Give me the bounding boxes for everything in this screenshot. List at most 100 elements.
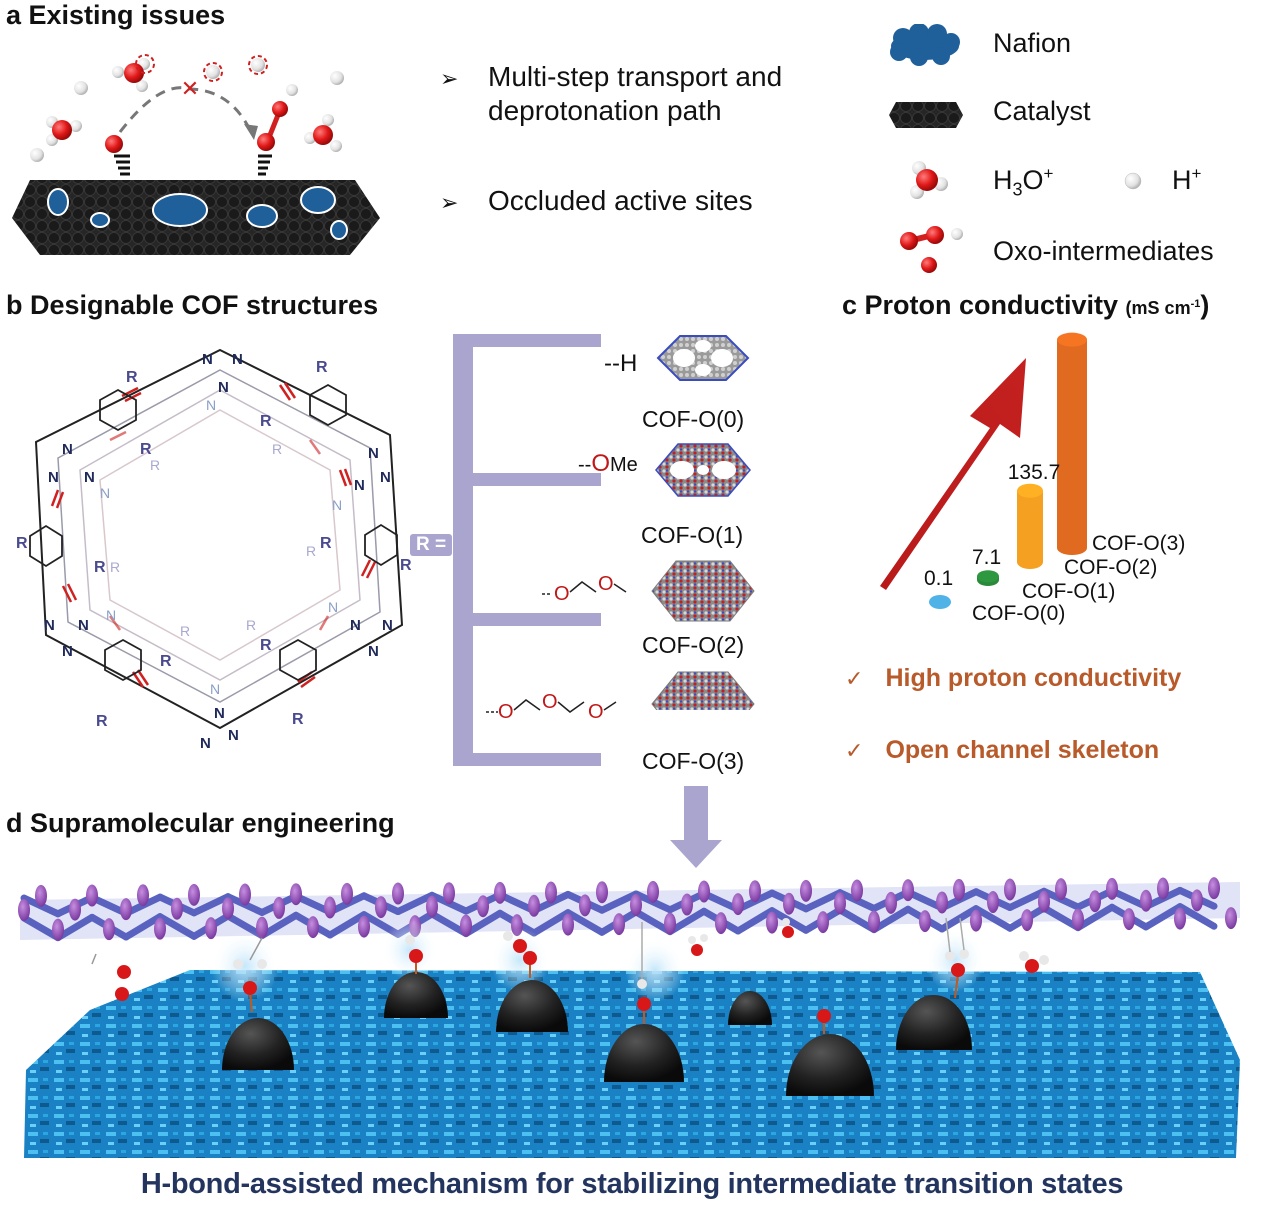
cof-node <box>1225 907 1237 930</box>
svg-text:N: N <box>328 599 338 615</box>
cof-node <box>1021 909 1033 932</box>
cof-node <box>188 883 200 906</box>
svg-text:N: N <box>354 477 365 494</box>
cof-node <box>1140 889 1152 912</box>
svg-text:R: R <box>96 713 108 730</box>
cof-node <box>919 910 931 933</box>
cof-node <box>613 913 625 936</box>
cof-node <box>647 880 659 903</box>
cof-o2-label: COF-O(2) <box>642 632 745 658</box>
svg-text:N: N <box>214 705 225 722</box>
svg-text:N: N <box>62 643 73 660</box>
bar-value-label: 0.1 <box>924 567 953 590</box>
svg-text:R: R <box>272 441 282 457</box>
oxo-intermediate-icon <box>900 226 963 273</box>
bar-disk <box>929 595 951 609</box>
cof-node <box>171 897 183 920</box>
cof-node <box>18 899 30 921</box>
arrowhead-bullet-icon: ➢ <box>440 66 459 91</box>
cof-linker <box>938 905 980 933</box>
cof-lattice <box>18 877 1237 942</box>
cof-node <box>1157 877 1169 900</box>
cof-node <box>885 891 897 914</box>
cof-node <box>579 894 591 917</box>
svg-text:N: N <box>228 727 239 744</box>
cof-node <box>443 882 455 905</box>
cof-node <box>970 909 982 932</box>
svg-text:O: O <box>598 573 614 595</box>
panel-d-caption: H-bond-assisted mechanism for stabilizin… <box>140 1168 1124 1200</box>
hbond-dashes <box>114 154 272 176</box>
svg-text:N: N <box>200 735 211 752</box>
cof-node <box>154 917 166 940</box>
nafion-cloud-icon <box>890 24 960 66</box>
substituent-ethoxy-chain: O O <box>542 573 627 605</box>
cof-linker <box>1074 903 1116 932</box>
svg-text:N: N <box>368 445 379 462</box>
cof-o1-model <box>655 443 751 497</box>
cof-node <box>69 898 81 921</box>
cof-node <box>358 915 370 938</box>
down-arrow-icon <box>670 786 722 868</box>
blocked-transport-arrow <box>118 86 252 133</box>
svg-text:N: N <box>350 617 361 634</box>
substituent-ome: --OMe <box>578 450 638 477</box>
svg-text:R: R <box>160 653 172 670</box>
cof-linker <box>870 905 912 934</box>
svg-text:R: R <box>94 559 106 576</box>
svg-text:N: N <box>202 351 213 368</box>
cof-linker <box>1006 887 1048 912</box>
r-equals-label: R = <box>410 534 452 556</box>
hydronium-molecule-icon <box>910 161 948 199</box>
svg-text:R: R <box>316 359 328 376</box>
adsorbed-intermediates <box>233 917 969 1034</box>
cof-linker <box>530 909 572 937</box>
cof-node <box>392 882 404 905</box>
cof-node <box>222 897 234 920</box>
cof-node <box>715 912 727 935</box>
cof-node <box>528 894 540 917</box>
cof-linker <box>156 913 198 940</box>
cof-linker <box>1040 904 1082 932</box>
cof-node <box>902 879 914 902</box>
cof-linker <box>836 906 878 934</box>
blocked-x-icon: ✕ <box>181 76 199 101</box>
arrowhead-bullet-icon: ➢ <box>440 190 459 215</box>
cof-crystal-models <box>651 335 755 710</box>
cof-linker <box>326 911 368 939</box>
cof-node <box>1174 907 1186 930</box>
bar-cof-o3 <box>1057 332 1087 555</box>
cof-node <box>834 892 846 915</box>
svg-text:R: R <box>110 559 120 575</box>
panel-b-title: b Designable COF structures <box>6 290 379 320</box>
bar-category-label: COF-O(3) <box>1092 532 1185 555</box>
trend-arrow-icon <box>880 358 1026 590</box>
cof-node <box>273 896 285 919</box>
cof-node <box>783 892 795 915</box>
free-molecules <box>91 918 1049 1001</box>
cof-node <box>817 911 829 934</box>
cof-node <box>630 893 642 916</box>
svg-text:R: R <box>126 369 138 386</box>
svg-text:R: R <box>260 637 272 654</box>
cof-node <box>341 882 353 905</box>
bar-cof-o2 <box>1017 483 1043 569</box>
svg-text:N: N <box>232 351 243 368</box>
cof-node <box>1208 877 1220 900</box>
bar-top <box>1057 332 1087 347</box>
bar-cof-o0 <box>929 595 951 609</box>
substituent-h: --H <box>604 350 638 377</box>
bar-body <box>1017 490 1043 569</box>
bar-value-label: 396.8 <box>1064 330 1117 335</box>
cof-linker <box>462 909 504 938</box>
svg-text:N: N <box>332 497 342 513</box>
svg-text:R: R <box>292 711 304 728</box>
svg-text:R: R <box>16 535 28 552</box>
cof-node <box>596 881 608 904</box>
bar-cof-o1 <box>977 570 999 586</box>
cof-o1-label: COF-O(1) <box>641 522 744 548</box>
catalyst-particles <box>222 972 972 1096</box>
svg-text:R: R <box>180 623 190 639</box>
